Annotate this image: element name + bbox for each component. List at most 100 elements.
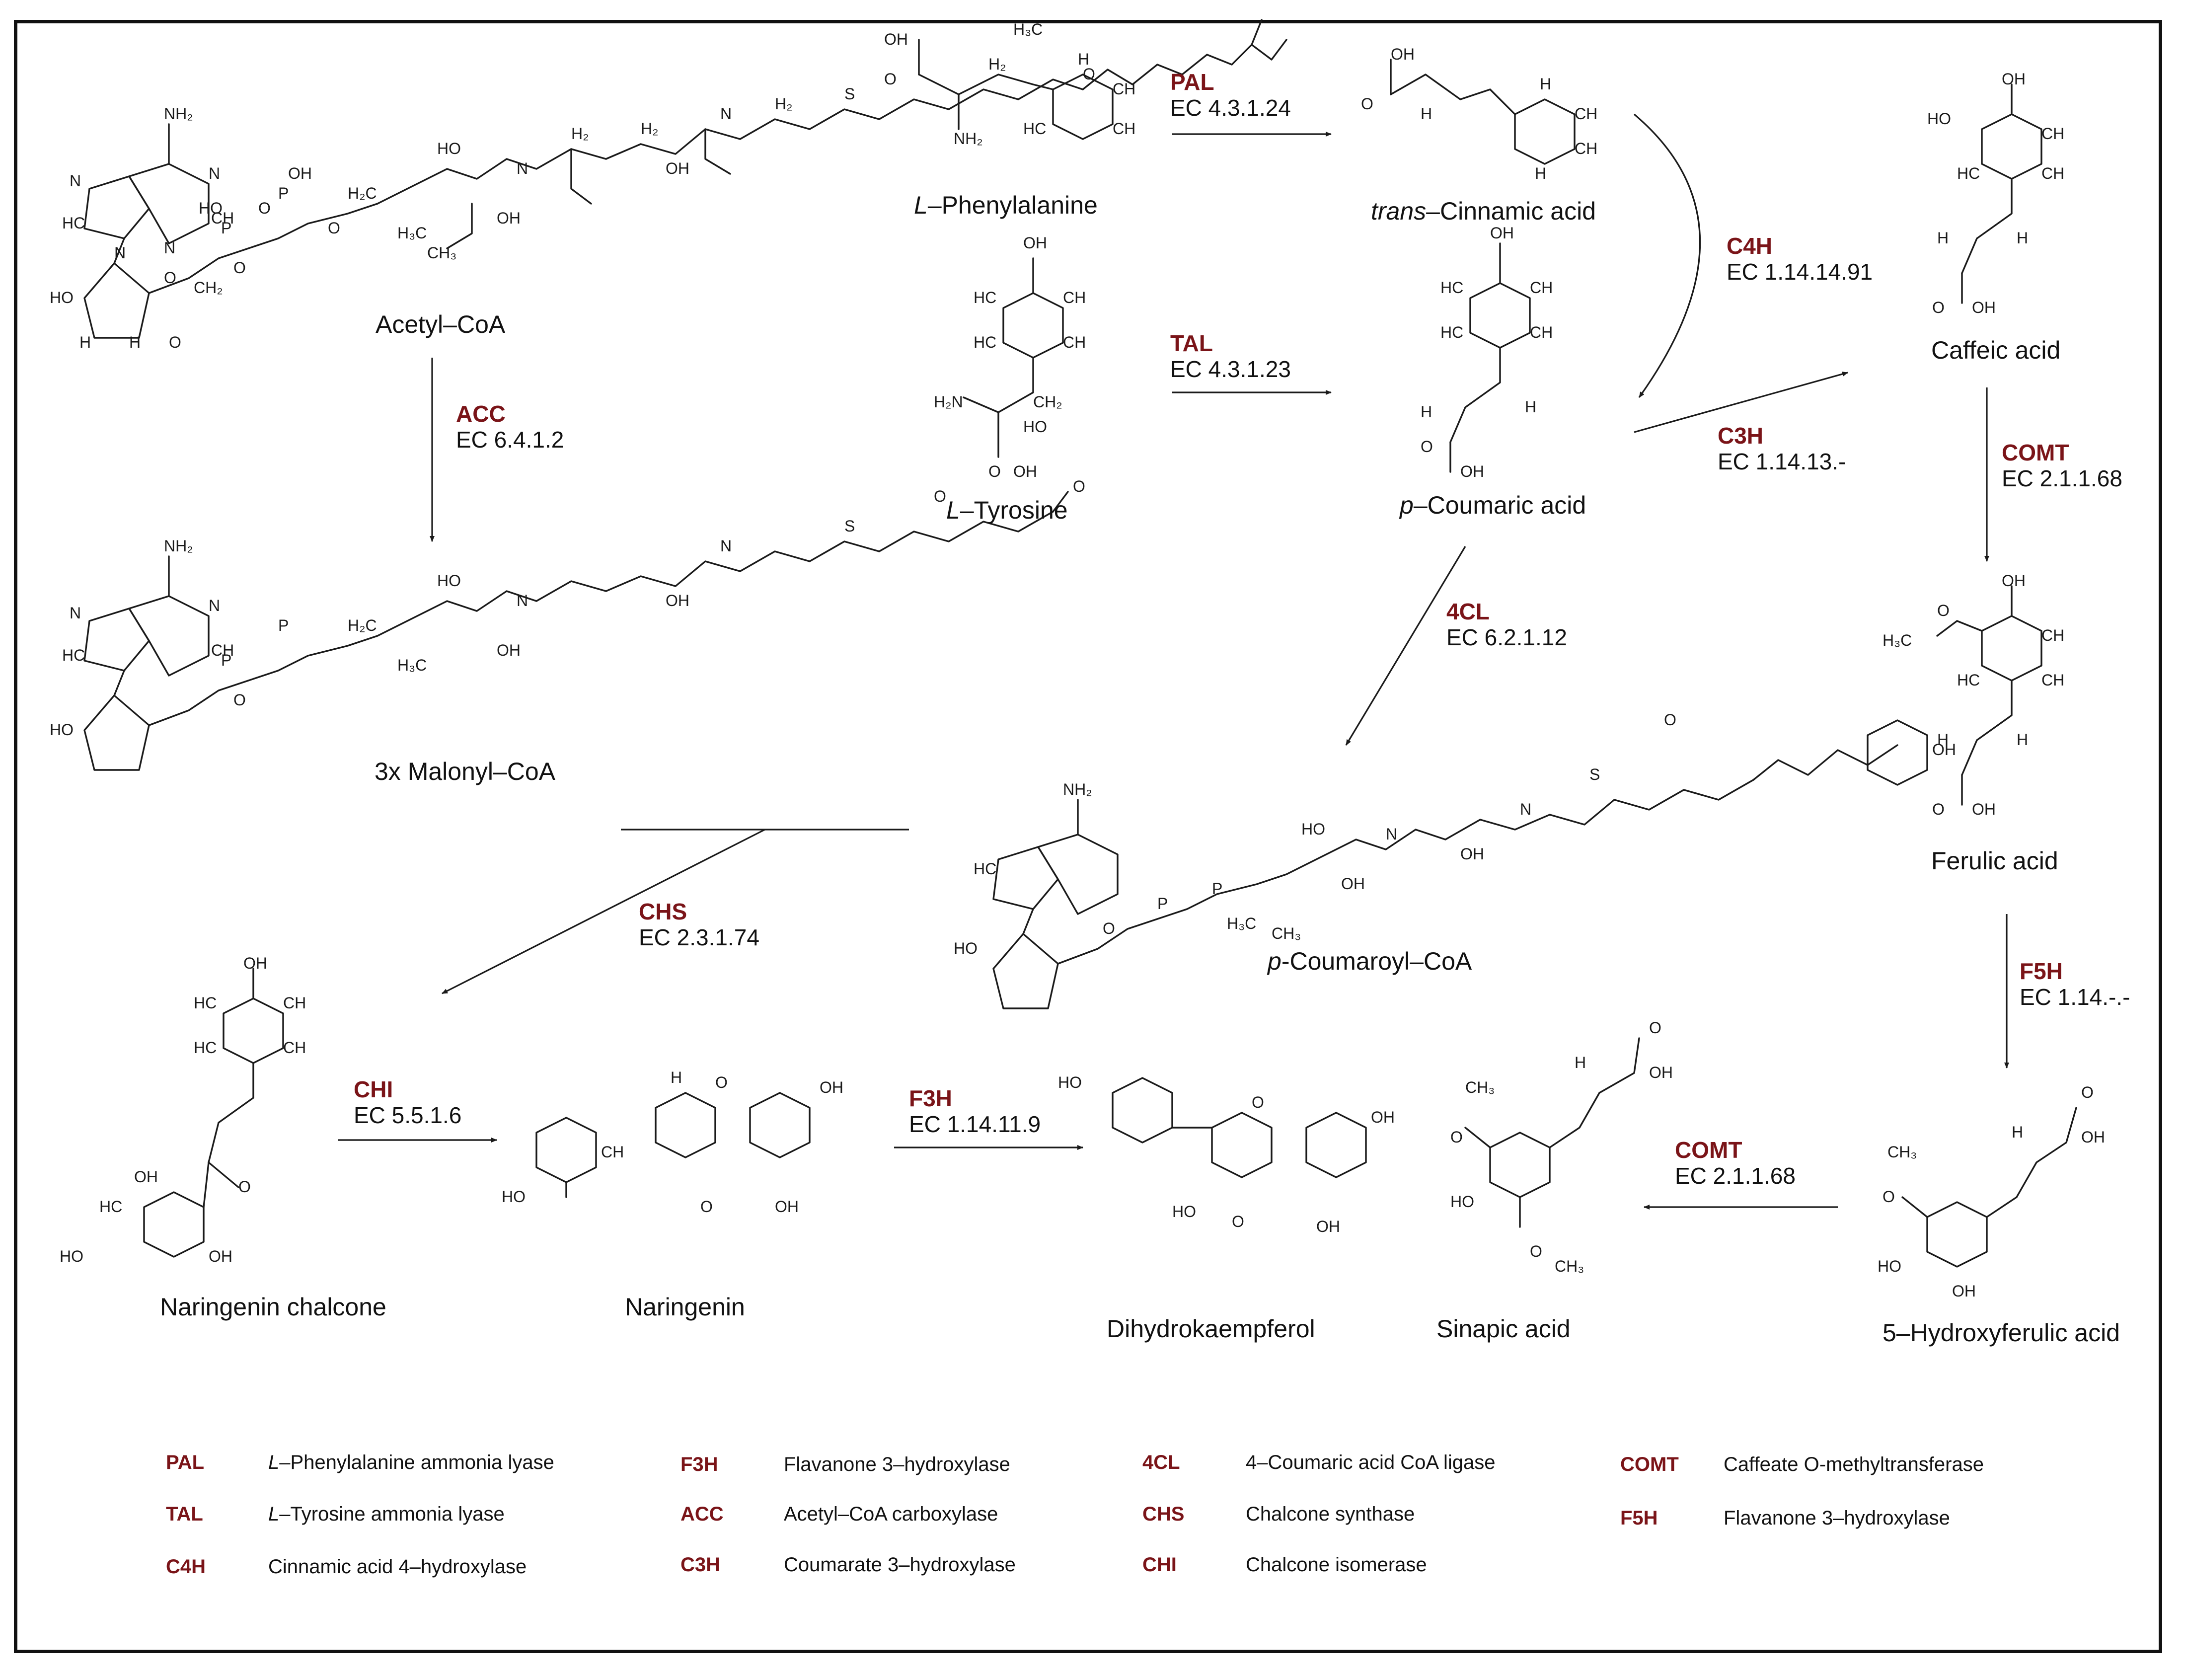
legend-code: COMT [1620, 1453, 1679, 1475]
tyrosine-structure: OH HC CH HC CH H₂N CH₂ O OH [934, 234, 1086, 480]
svg-text:N: N [720, 105, 732, 123]
legend-code: F3H [680, 1453, 718, 1475]
svg-text:OH: OH [497, 209, 521, 227]
svg-text:H: H [129, 333, 141, 351]
svg-text:H₂: H₂ [571, 125, 589, 143]
naringenin-chalcone-structure: OH HC CH HC CH O OH HC HO OH [60, 954, 306, 1265]
svg-text:CH₃: CH₃ [1887, 1143, 1917, 1161]
label-malonyl-coa: 3x Malonyl–CoA [375, 758, 556, 785]
svg-text:N: N [209, 164, 220, 182]
svg-text:CH₃: CH₃ [1555, 1257, 1584, 1275]
legend-name: Caffeate O-methyltransferase [1724, 1453, 1984, 1475]
svg-text:HO: HO [1058, 1073, 1082, 1091]
svg-text:HC: HC [974, 860, 996, 878]
svg-text:CH: CH [1113, 80, 1135, 98]
label-hydroxyferulic-acid: 5–Hydroxyferulic acid [1883, 1319, 2120, 1347]
svg-text:CH: CH [1530, 279, 1553, 297]
svg-text:O: O [164, 269, 176, 287]
svg-text:OH: OH [1460, 845, 1484, 863]
svg-text:CH: CH [601, 1143, 624, 1161]
svg-text:H: H [1078, 50, 1089, 68]
svg-text:CH: CH [1063, 333, 1086, 351]
svg-text:OH: OH [1371, 1108, 1395, 1126]
label-sinapic-acid: Sinapic acid [1436, 1315, 1571, 1343]
svg-text:CH: CH [1575, 105, 1597, 123]
svg-text:O: O [2081, 1083, 2094, 1101]
svg-text:O: O [238, 1178, 251, 1196]
legend-name: Acetyl–CoA carboxylase [784, 1503, 998, 1525]
svg-text:N: N [517, 159, 528, 177]
svg-text:H₂: H₂ [775, 95, 793, 113]
svg-text:H: H [1540, 75, 1551, 93]
svg-text:O: O [988, 462, 1001, 480]
svg-text:OH: OH [243, 954, 267, 972]
svg-text:OH: OH [666, 592, 689, 610]
legend-code: F5H [1620, 1507, 1658, 1529]
label-caffeic-acid: Caffeic acid [1931, 336, 2061, 364]
legend-code: C4H [166, 1556, 206, 1578]
label-naringenin-chalcone: Naringenin chalcone [160, 1293, 386, 1321]
svg-text:O: O [1103, 919, 1115, 937]
svg-text:H: H [1421, 403, 1432, 421]
svg-text:HO: HO [199, 199, 223, 217]
svg-text:O: O [1530, 1242, 1542, 1260]
svg-text:H: H [1421, 105, 1432, 123]
svg-text:O: O [1073, 477, 1085, 495]
svg-text:O: O [1883, 1188, 1895, 1206]
svg-text:HO: HO [1301, 820, 1325, 838]
svg-text:HO: HO [437, 572, 461, 590]
svg-text:N: N [114, 244, 126, 262]
svg-text:HC: HC [1440, 323, 1463, 341]
svg-text:CH: CH [1113, 120, 1135, 138]
svg-text:O: O [1937, 602, 1950, 619]
svg-text:P: P [278, 184, 289, 202]
svg-text:H: H [79, 333, 91, 351]
svg-text:CH₃: CH₃ [1465, 1078, 1495, 1096]
svg-text:N: N [70, 172, 81, 190]
legend-code: 4CL [1142, 1451, 1180, 1473]
svg-text:O: O [169, 333, 181, 351]
svg-text:O: O [1361, 95, 1373, 113]
svg-text:H₃C: H₃C [397, 224, 427, 242]
legend-name: L–Phenylalanine ammonia lyase [268, 1451, 554, 1473]
label-ferulic-acid: Ferulic acid [1931, 847, 2058, 875]
svg-text:CH₂: CH₂ [1033, 393, 1062, 411]
svg-text:OH: OH [497, 641, 521, 659]
svg-text:S: S [844, 517, 855, 535]
svg-text:N: N [209, 597, 220, 614]
hydroxyferulic-acid-structure: O OH H CH₃ O HO OH [1878, 1083, 2105, 1300]
svg-text:OH: OH [1013, 462, 1037, 480]
svg-text:OH: OH [1023, 234, 1047, 252]
svg-text:H: H [1937, 731, 1949, 749]
legend-name: Flavanone 3–hydroxylase [1724, 1507, 1950, 1529]
ferulic-acid-structure: OH H₃C O CH HC CH H H O OH [1883, 572, 2064, 818]
svg-text:S: S [1589, 765, 1600, 783]
svg-text:OH: OH [884, 30, 908, 48]
svg-text:HC: HC [62, 646, 85, 664]
arrow-c3h [1634, 372, 1848, 433]
svg-text:O: O [1232, 1213, 1244, 1230]
acetyl-coa-structure: NH₂ N CH N N HC N HO H H O CH₂ O P HO O … [50, 19, 1287, 351]
label-dihydrokaempferol: Dihydrokaempferol [1107, 1315, 1315, 1343]
legend-code: CHI [1142, 1554, 1177, 1576]
svg-text:CH: CH [283, 994, 306, 1012]
svg-text:O: O [1932, 800, 1945, 818]
label-acetyl-coa: Acetyl–CoA [376, 310, 506, 338]
svg-text:OH: OH [775, 1198, 799, 1216]
svg-text:NH₂: NH₂ [1063, 780, 1092, 798]
svg-text:H₂: H₂ [988, 55, 1006, 73]
svg-text:CH₃: CH₃ [1272, 924, 1301, 942]
svg-text:H: H [1535, 164, 1546, 182]
svg-text:OH: OH [288, 164, 312, 182]
svg-text:HO: HO [60, 1247, 83, 1265]
malonyl-coa-structure: NH₂ N CH N HC HO O P P H₂C H₃C HO OH N O… [50, 418, 1085, 771]
arrow-c4h [1633, 113, 1701, 398]
svg-text:HO: HO [1450, 1193, 1474, 1211]
svg-text:HC: HC [99, 1198, 122, 1216]
